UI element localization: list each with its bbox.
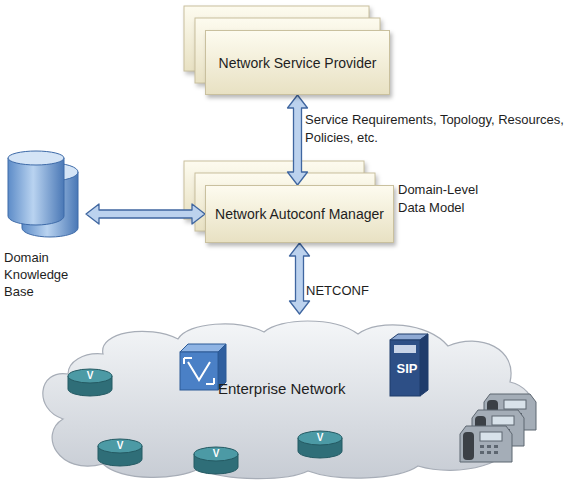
router-icon <box>98 439 142 466</box>
router-icon <box>194 447 238 474</box>
double-block-arrow <box>288 95 308 185</box>
router-mark: V <box>110 440 130 452</box>
service-provider-box: Network Service Provider <box>205 30 390 95</box>
double-block-arrow <box>290 243 310 314</box>
router-icon <box>298 431 342 458</box>
node-text: Domain Knowledge Base <box>4 250 84 301</box>
node-text: Network Service Provider <box>219 55 377 71</box>
sip-mark: SIP <box>391 361 423 377</box>
edge-label: NETCONF <box>306 282 396 300</box>
router-mark: V <box>310 432 330 444</box>
double-block-arrow <box>86 204 205 224</box>
knowledge-base-cylinder: Domain Knowledge Base <box>4 150 86 318</box>
data-model-label: Domain-Level Data Model <box>398 181 508 216</box>
node-text: Network Autoconf Manager <box>215 206 384 222</box>
cloud-shape <box>28 314 543 481</box>
ip-phones-icon <box>460 394 536 462</box>
router-mark: V <box>206 448 226 460</box>
router-mark: V <box>80 370 100 382</box>
router-icon <box>68 369 112 396</box>
autoconf-manager-box: Network Autoconf Manager <box>205 185 394 243</box>
node-text: Enterprise Network <box>218 380 346 397</box>
edge-label: Service Requirements, Topology, Resource… <box>305 111 567 146</box>
cloud-outline <box>43 321 533 479</box>
network-cloud: Enterprise NetworkVVVVSIP <box>28 314 543 481</box>
sip-server-icon <box>390 334 428 396</box>
